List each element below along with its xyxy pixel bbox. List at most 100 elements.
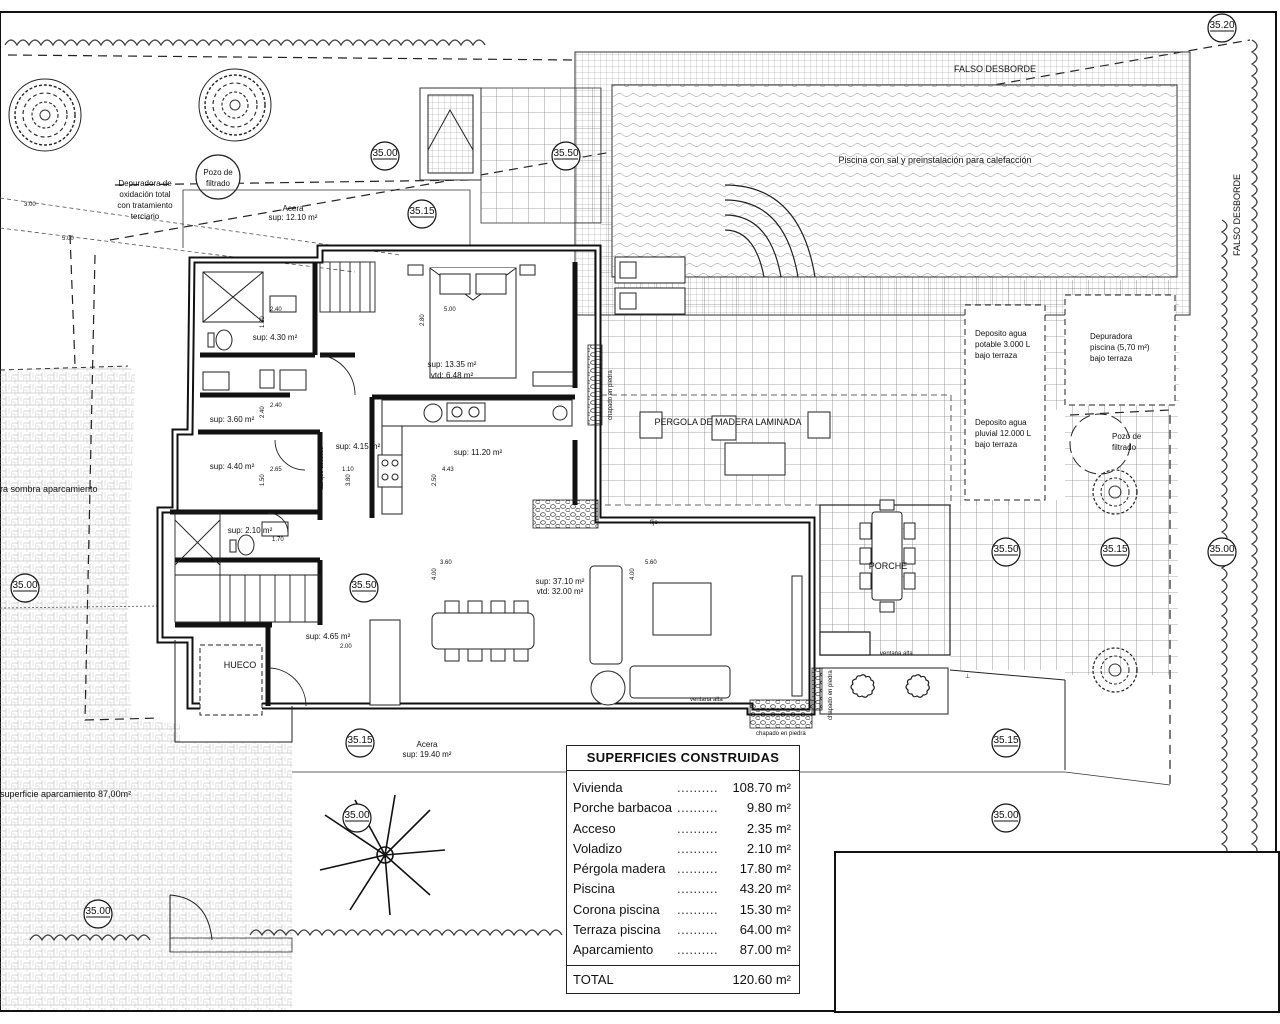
tree-icon [198, 68, 272, 142]
bathroom-fixtures [202, 271, 307, 556]
surface-row: Vivienda.......... 108.70 m² [573, 780, 793, 800]
deposito-pluvial-1: Deposito agua [975, 418, 1027, 427]
level-marker: 35.00 [993, 810, 1018, 821]
depuradora-label-2: oxidación total [119, 190, 170, 199]
surface-value: 17.80 m² [739, 861, 791, 877]
surface-row: Porche barbacoa.......... 9.80 m² [573, 800, 793, 820]
surface-name: Piscina [573, 881, 615, 897]
pozo-filtrado-right [1069, 413, 1131, 475]
level-marker: 35.15 [1102, 544, 1127, 555]
sunbeds [614, 256, 686, 315]
level-marker: 35.15 [993, 735, 1018, 746]
chapado-vertical-1: chapado en piedra [608, 370, 614, 420]
level-marker: 35.00 [372, 148, 397, 159]
bed2-sup: sup: 4.40 m² [210, 462, 255, 471]
acera-bottom-1: Acera [417, 740, 438, 749]
pergola-label: PERGOLA DE MADERA LAMINADA [654, 417, 801, 427]
superficie-aparcamiento: superficie aparcamiento 87,00m² [0, 789, 131, 799]
hedge-top [4, 39, 486, 47]
living-sup: sup: 37.10 m² [536, 577, 585, 586]
dim: 2.80 [420, 314, 426, 326]
pozo-label-1: Pozo de [203, 168, 233, 177]
level-marker: 35.00 [85, 906, 110, 917]
acera-bottom-2: sup: 19.40 m² [403, 750, 452, 759]
dim: 5.60 [645, 560, 657, 566]
depuradora-piscina-3: bajo terraza [1090, 354, 1133, 363]
surface-name: Pérgola madera [573, 861, 666, 877]
dim: 2.50 [432, 474, 438, 486]
pozo-label-2: filtrado [206, 179, 231, 188]
bed1-sup: sup: 13.35 m² [428, 360, 477, 369]
kitchen [377, 399, 573, 515]
deposito-pluvial-3: bajo terraza [975, 440, 1018, 449]
dim: 1.50 [260, 474, 266, 486]
surface-name: Terraza piscina [573, 922, 661, 938]
chapado-vertical-2: chapado en piedra [828, 670, 834, 720]
living-furniture [369, 565, 803, 706]
total-value: 120.60 m² [732, 972, 791, 987]
fijo-label: fijo [650, 520, 658, 526]
surface-row: Voladizo.......... 2.10 m² [573, 841, 793, 861]
hedge-bottom [29, 929, 563, 942]
dimension-labels: 2.40 1.80 2.40 5.00 2.80 2.40 2.65 1.10 … [260, 307, 657, 650]
leader-dots: .......... [677, 820, 719, 836]
depuradora-label-1: Depuradora de [118, 179, 172, 188]
setback-dim-5: 5.00 [62, 236, 74, 242]
surface-value: 43.20 m² [739, 881, 791, 897]
sombra-aparcamiento: ra sombra aparcamiento [0, 484, 98, 494]
bed [407, 264, 574, 387]
surface-value: 15.30 m² [739, 901, 791, 917]
porche-label: PORCHE [869, 561, 908, 571]
hueco-label: HUECO [224, 660, 257, 670]
surface-name: Vivienda [573, 780, 623, 795]
dim: 5.00 [444, 307, 456, 313]
leader-dots: .......... [677, 840, 719, 856]
pergola [600, 394, 952, 506]
surface-value: 9.80 m² [746, 800, 791, 816]
doors [267, 354, 356, 707]
wc-sup: sup: 2.10 m² [228, 526, 273, 535]
level-marker: 35.15 [347, 735, 372, 746]
surface-name: Porche barbacoa [573, 800, 673, 816]
piscina-label: Piscina con sal y preinstalación para ca… [838, 155, 1031, 165]
ventana-alta-living: ventana alta [690, 697, 723, 703]
stone-cladding [532, 499, 599, 529]
bed1-vtd: vtd: 6.48 m² [431, 371, 474, 380]
deposito-potable-1: Deposito agua [975, 329, 1027, 338]
surfaces-table: SUPERFICIES CONSTRUIDAS Vivienda........… [566, 745, 800, 994]
surface-value: 87.00 m² [739, 942, 791, 958]
leader-dots: .......... [677, 922, 719, 938]
chapado-label: chapado en piedra [756, 731, 806, 737]
dim: 4.00 [630, 568, 636, 580]
surface-name: Voladizo [573, 840, 623, 856]
depuradora-label-4: terciario [131, 212, 160, 221]
tabique-label: tabique acústico [319, 446, 325, 490]
dim: 1.70 [272, 537, 284, 543]
leader-dots: .......... [677, 800, 719, 816]
title-block [834, 851, 1280, 1013]
dim: 4.00 [432, 568, 438, 580]
svg-text:⊥: ⊥ [965, 673, 970, 680]
falso-desborde-top: FALSO DESBORDE [954, 64, 1036, 74]
deposito-pluvial-2: pluvial 12.000 L [975, 429, 1032, 438]
dim: 3.60 [440, 560, 452, 566]
deposito-potable-3: bajo terraza [975, 351, 1018, 360]
surface-row: Acceso..........2.35 m² [573, 821, 793, 841]
total-label: TOTAL [573, 972, 614, 987]
dim: 2.40 [270, 307, 282, 313]
dim: 3.80 [346, 474, 352, 486]
leader-dots: .......... [677, 780, 719, 795]
acera-top-1: Acera [283, 204, 304, 213]
parking-area [0, 365, 293, 1010]
level-marker: 35.00 [1209, 544, 1234, 555]
surface-value: 2.10 m² [746, 840, 791, 856]
hall-sup: sup: 4.15 m² [336, 442, 381, 451]
leader-dots: .......... [677, 942, 719, 958]
surface-row: Aparcamiento..........87.00 m² [573, 942, 793, 962]
surface-row: Corona piscina..........15.30 m² [573, 902, 793, 922]
surface-value: 64.00 m² [739, 922, 791, 938]
surface-value: 108.70 m² [732, 780, 791, 795]
stairs [174, 261, 376, 623]
surfaces-title: SUPERFICIES CONSTRUIDAS [567, 746, 799, 771]
surfaces-rows: Vivienda.......... 108.70 m² Porche barba… [567, 771, 799, 963]
